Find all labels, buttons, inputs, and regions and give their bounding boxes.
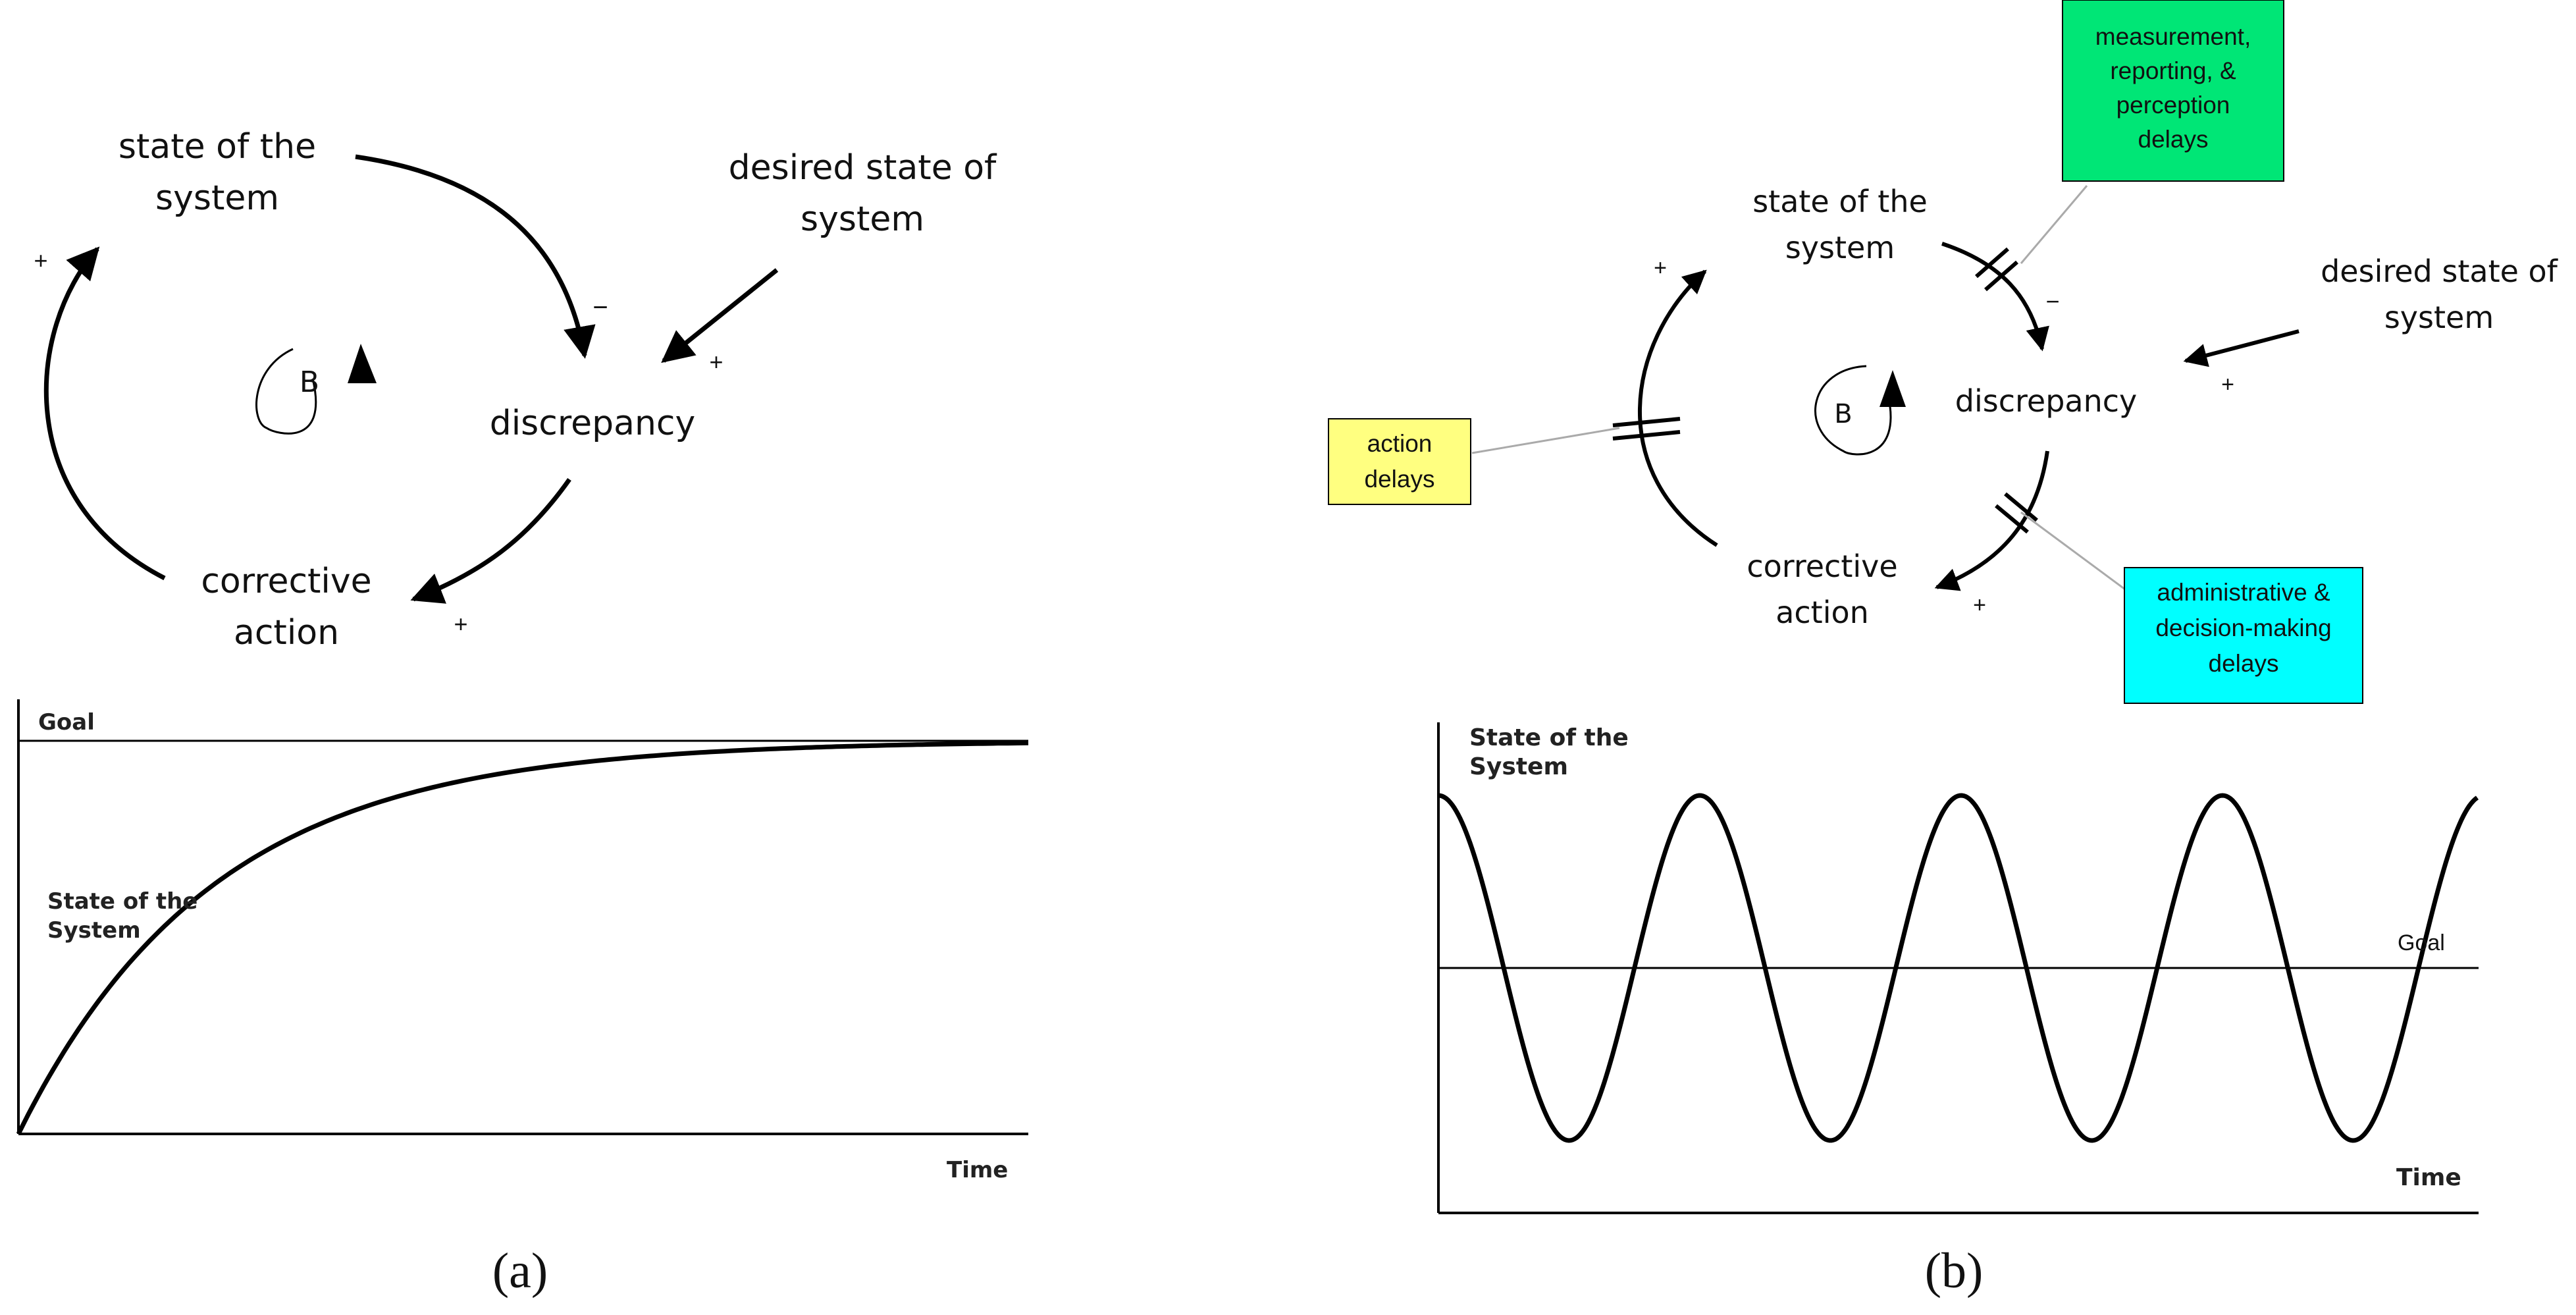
state-label-line1: state of the	[118, 127, 316, 167]
x-axis-label: Time	[947, 1157, 1008, 1183]
goal-label: Goal	[2398, 930, 2445, 955]
desired-label-line2: system	[2384, 300, 2494, 335]
connector-administrative	[2020, 511, 2126, 591]
note-measurement-line1: measurement,	[2095, 23, 2251, 50]
note-measurement-line4: delays	[2138, 126, 2209, 153]
note-action-line2: delays	[1365, 466, 1435, 493]
corrective-label-line2: action	[234, 613, 339, 653]
note-administrative-delays: administrative & decision-making delays	[2124, 567, 2363, 704]
corrective-label-line1: corrective	[201, 562, 371, 601]
loop-arrowhead	[1879, 370, 1906, 407]
polarity-desired-discrepancy: +	[709, 348, 723, 375]
connector-action	[1471, 427, 1620, 454]
note-measurement-line3: perception	[2116, 92, 2230, 119]
link-desired-to-discrepancy	[2183, 329, 2300, 367]
polarity-state-discrepancy: −	[592, 293, 608, 322]
y-axis-label-line1: State of the	[1469, 724, 1629, 751]
note-administrative-line2: decision-making	[2155, 614, 2331, 641]
desired-label-line1: desired state of	[729, 148, 997, 188]
connector-measurement	[2020, 185, 2088, 264]
causal-loop-diagram-b: measurement, reporting, & perception del…	[1328, 0, 2559, 704]
corrective-label-line2: action	[1775, 595, 1869, 630]
x-axis-label: Time	[2396, 1164, 2461, 1191]
delay-mark-administrative	[1995, 492, 2038, 534]
link-discrepancy-to-action	[1934, 450, 2049, 591]
discrepancy-label: discrepancy	[1955, 383, 2138, 419]
corrective-label-line1: corrective	[1747, 549, 1897, 584]
link-state-to-discrepancy	[355, 154, 596, 359]
polarity-action-state: +	[1654, 255, 1667, 281]
state-label-line1: state of the	[1752, 184, 1928, 219]
behavior-graph-b: State of the System Goal Time	[1437, 722, 2479, 1214]
link-desired-to-discrepancy	[661, 268, 779, 363]
note-measurement-box	[2062, 0, 2284, 182]
panel-b: measurement, reporting, & perception del…	[1328, 0, 2559, 1299]
loop-letter: B	[300, 365, 319, 399]
causal-loop-diagram-a: state of the system desired state of sys…	[34, 127, 997, 653]
loop-arrowhead	[348, 344, 377, 383]
note-administrative-line3: delays	[2209, 650, 2279, 677]
link-discrepancy-to-action	[410, 477, 571, 604]
link-action-to-state	[1638, 269, 1718, 547]
y-axis-label-line2: System	[1469, 753, 1568, 780]
goal-label: Goal	[38, 709, 95, 736]
series-label-line1: State of the	[47, 888, 197, 915]
delay-mark-measurement	[1975, 247, 2018, 292]
state-label-line2: system	[155, 178, 279, 218]
state-label-line2: system	[1785, 230, 1895, 265]
state-curve	[16, 740, 1029, 1135]
note-measurement-delays: measurement, reporting, & perception del…	[2062, 0, 2284, 182]
note-action-box	[1328, 418, 1471, 505]
caption-b: (b)	[1925, 1243, 1984, 1299]
polarity-state-discrepancy: −	[2045, 288, 2059, 315]
polarity-discrepancy-action: +	[454, 610, 467, 637]
note-action-delays: action delays	[1328, 418, 1471, 505]
discrepancy-label: discrepancy	[490, 404, 696, 443]
polarity-desired-discrepancy: +	[2221, 372, 2234, 397]
link-action-to-state	[43, 246, 166, 581]
state-oscillation-curve	[1438, 793, 2479, 1143]
link-state-to-discrepancy	[1941, 242, 2049, 352]
note-measurement-line2: reporting, &	[2110, 57, 2236, 84]
desired-label-line1: desired state of	[2321, 254, 2559, 289]
behavior-graph-a: Goal State of the System Time	[16, 699, 1029, 1183]
caption-a: (a)	[492, 1243, 548, 1299]
note-action-line1: action	[1367, 430, 1433, 457]
polarity-discrepancy-action: +	[1973, 593, 1986, 618]
series-label-line2: System	[47, 917, 141, 944]
note-administrative-line1: administrative &	[2157, 579, 2330, 606]
balancing-loop-icon	[255, 348, 317, 435]
balancing-loop-icon	[1814, 365, 1892, 456]
note-administrative-box	[2124, 567, 2363, 704]
loop-letter: B	[1834, 399, 1852, 429]
desired-label-line2: system	[801, 200, 924, 239]
polarity-action-state: +	[34, 247, 47, 274]
delay-mark-action	[1612, 417, 1681, 441]
panel-a: state of the system desired state of sys…	[16, 127, 1029, 1299]
